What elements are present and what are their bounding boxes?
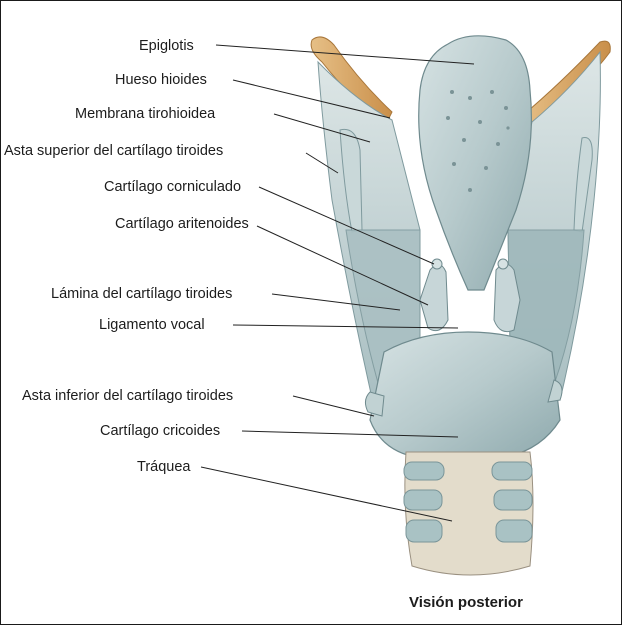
label-asta-inferior: Asta inferior del cartílago tiroides (22, 387, 233, 405)
label-cartilago-cricoides: Cartílago cricoides (100, 422, 220, 440)
label-cartilago-corniculado: Cartílago corniculado (104, 178, 241, 196)
figure-caption: Visión posterior (409, 594, 523, 611)
label-lamina-tiroides: Lámina del cartílago tiroides (51, 285, 232, 303)
leader-asta-inferior (293, 396, 374, 416)
label-hueso-hioides: Hueso hioides (115, 71, 207, 89)
arytenoid-left (420, 264, 448, 330)
label-traquea: Tráquea (137, 458, 190, 476)
label-epiglotis: Epiglotis (139, 37, 194, 55)
label-cartilago-aritenoides: Cartílago aritenoides (115, 215, 249, 233)
leader-ligamento-vocal (233, 325, 458, 328)
label-ligamento-vocal: Ligamento vocal (99, 316, 205, 334)
label-asta-superior: Asta superior del cartílago tiroides (4, 142, 223, 160)
inferior-horn-left (365, 392, 384, 416)
label-membrana-tirohioidea: Membrana tirohioidea (75, 105, 215, 123)
cricoid-cartilage (370, 332, 560, 458)
corniculate-right (498, 259, 508, 269)
